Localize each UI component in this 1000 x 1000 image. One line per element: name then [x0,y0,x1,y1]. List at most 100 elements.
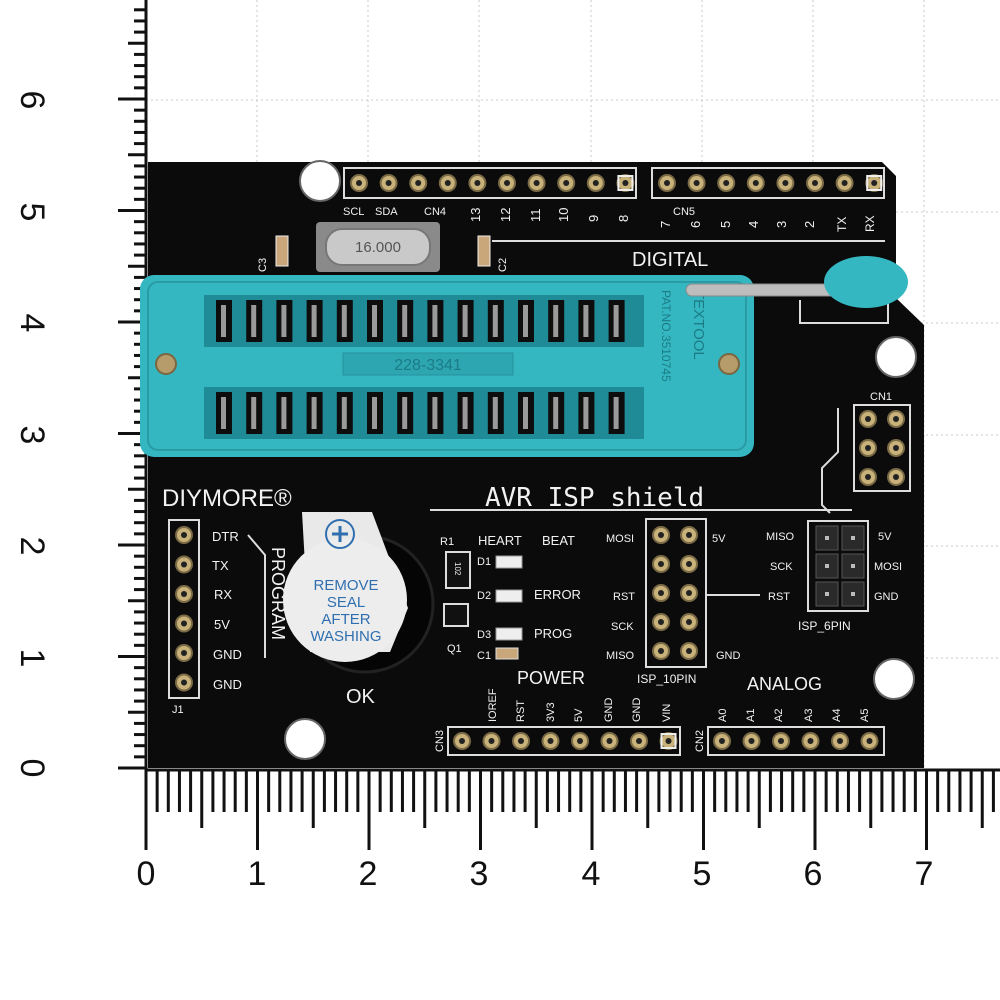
board-title: AVR ISP shield [485,483,704,513]
svg-text:A0: A0 [717,709,729,722]
zif-contact [462,397,468,429]
analog-label: ANALOG [747,674,822,694]
svg-text:A5: A5 [859,709,871,722]
header-cn4 [343,167,637,199]
hruler-label-5: 5 [693,855,712,893]
header-pin-hole [606,738,613,744]
header-pin [825,536,829,540]
svg-text:VIN: VIN [661,704,673,722]
svg-text:SCK: SCK [770,561,793,573]
svg-text:A4: A4 [831,709,843,722]
vruler-label-5: 5 [13,203,51,222]
crystal-label: 16.000 [355,239,401,256]
program-label: PROGRAM [268,547,288,640]
svg-text:RX: RX [214,587,232,602]
header-pin-hole [748,738,755,744]
header-pin-hole [474,180,481,186]
header-pin-hole [658,619,664,625]
header-pin-hole [893,445,899,451]
svg-text:MISO: MISO [606,650,635,662]
vruler-label-0: 0 [13,759,51,778]
header-pin-hole [865,416,871,422]
zif-lever [685,256,908,308]
pin-label-7: 7 [658,221,673,228]
top-left-header-labels: SCL SDA CN4 13 12 11 10 9 8 [343,206,631,222]
header-pin-hole [592,180,599,186]
header-pin-hole [181,679,187,686]
header-isp-6pin: ISP_6PIN MISO SCK RST 5V MOSI GND [766,520,902,633]
brand-logo: DIYMORE® [162,485,292,512]
buzzer-text-line1: REMOVE [313,577,378,594]
header-pin-hole [665,738,672,744]
svg-text:CN2: CN2 [694,730,706,752]
pin-label-2: 2 [802,221,817,228]
header-pin-hole [181,650,187,656]
header-pin-hole [778,738,784,744]
mounting-hole [873,658,915,700]
svg-text:D1: D1 [477,556,491,568]
zif-contact [311,397,317,429]
zif-contact [402,397,408,429]
header-pin-hole [547,738,554,744]
svg-text:RST: RST [515,700,527,722]
svg-text:A1: A1 [745,709,757,722]
ok-label: OK [346,686,376,708]
header-pin-hole [865,445,871,451]
svg-text:CN1: CN1 [870,391,892,403]
header-pin-hole [181,561,187,568]
capacitor-c1: C1 [477,647,519,662]
header-pin-hole [622,180,629,186]
pin-label-8: 8 [616,215,631,222]
led-beat-label: BEAT [542,533,575,548]
zif-socket: 228-3341 TEXTOOL PAT.NO.3510745 [140,275,754,457]
hruler-label-3: 3 [470,855,489,893]
header-pin-hole [356,180,362,186]
zif-brand-line2: PAT.NO.3510745 [659,290,673,382]
header-pin-hole [658,648,664,654]
svg-text:IOREF: IOREF [487,688,499,722]
zif-screw [155,353,177,375]
header-pin-hole [181,591,187,597]
header-pin-hole [686,561,692,567]
zif-contact [372,305,377,337]
buzzer-text-line4: WASHING [310,628,381,645]
zif-contact [462,305,468,337]
led-d3: D3 [477,627,523,641]
cn5-label: CN5 [673,206,695,218]
zif-contact [492,397,498,429]
svg-text:3V3: 3V3 [545,702,557,722]
zif-contact [311,305,317,337]
header-pin-hole [812,180,818,186]
plus-icon [325,519,355,549]
vruler-label-2: 2 [13,537,51,556]
mounting-hole [875,336,917,378]
svg-text:GND: GND [213,647,242,662]
hruler-label-0: 0 [137,855,156,893]
header-pin-hole [664,180,670,186]
power-label: POWER [517,668,585,688]
pin1-marker [617,175,634,191]
header-pin-hole [459,738,465,744]
svg-text:MOSI: MOSI [606,533,634,545]
svg-text:GND: GND [213,677,242,692]
zif-contact [583,305,589,337]
header-pin-hole [719,738,725,744]
zif-contact [432,305,438,337]
hruler-label-1: 1 [248,855,267,893]
header-pin-hole [686,648,692,654]
svg-text:MISO: MISO [766,531,795,543]
svg-text:MOSI: MOSI [874,561,902,573]
pin-label-tx: TX [835,217,849,232]
zif-screw [718,353,740,375]
zif-contact [251,305,257,337]
hruler-label-2: 2 [359,855,378,893]
svg-text:5V: 5V [214,617,230,632]
header-pin-hole [837,738,843,744]
zif-contact [553,305,559,337]
header-cn3: CN3 [434,726,681,756]
zif-contact [251,397,257,429]
header-pin-hole [444,180,451,186]
svg-text:C3: C3 [257,258,269,272]
svg-text:RST: RST [768,591,790,603]
header-pin-hole [807,738,814,744]
